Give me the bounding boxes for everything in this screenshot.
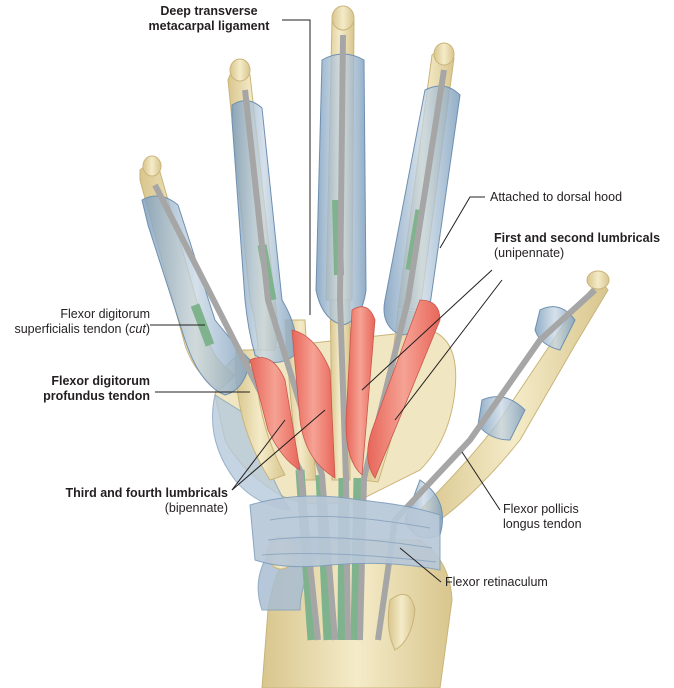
label-first-second-lumbricals: First and second lumbricals (unipennate) <box>494 231 660 261</box>
leader-retinaculum <box>399 547 442 583</box>
label-fds-tendon: Flexor digitorum superficialis tendon (c… <box>0 307 150 337</box>
leader-third-fourth-2 <box>231 409 326 491</box>
lumbrical-2 <box>345 306 376 476</box>
label-line: profundus tendon <box>43 389 150 403</box>
label-fdp-tendon: Flexor digitorum profundus tendon <box>0 374 150 404</box>
label-third-fourth-lumbricals: Third and fourth lumbricals (bipennate) <box>20 486 228 516</box>
leader-dorsal-hood <box>439 196 485 249</box>
leader-lumbricals-1 <box>361 269 493 391</box>
label-line: Flexor pollicis <box>503 502 579 516</box>
label-line: Flexor retinaculum <box>445 575 548 589</box>
leader-deep-transverse <box>282 19 311 315</box>
label-line: superficialis tendon (cut) <box>0 322 150 337</box>
lumbrical-3 <box>291 329 336 479</box>
label-line: Flexor digitorum <box>51 374 150 388</box>
label-line: Attached to dorsal hood <box>490 190 623 204</box>
label-text-italic: cut <box>129 322 146 336</box>
label-fpl-tendon: Flexor pollicis longus tendon <box>503 502 582 532</box>
label-line: Deep transverse <box>160 4 258 18</box>
label-line: longus tendon <box>503 517 582 531</box>
leader-lumbricals-2 <box>394 279 503 421</box>
label-line: metacarpal ligament <box>148 19 270 33</box>
label-line: Flexor digitorum <box>60 307 150 321</box>
label-flexor-retinaculum: Flexor retinaculum <box>445 575 548 590</box>
label-text: superficialis tendon ( <box>14 322 130 336</box>
leader-lines <box>150 19 503 583</box>
label-line: Third and fourth lumbricals <box>65 486 228 500</box>
lumbricals <box>249 299 441 479</box>
label-line: (unipennate) <box>494 246 565 260</box>
label-line: (bipennate) <box>164 501 228 515</box>
label-line: First and second lumbricals <box>494 231 661 245</box>
label-text: ) <box>145 322 150 336</box>
leader-fpl <box>461 451 501 511</box>
lumbrical-1 <box>367 299 441 479</box>
label-deep-transverse-ligament: Deep transverse metacarpal ligament <box>135 4 283 34</box>
label-attached-dorsal-hood: Attached to dorsal hood <box>490 190 622 205</box>
leader-third-fourth-1 <box>231 419 286 491</box>
flexor-retinaculum-band <box>249 495 441 571</box>
